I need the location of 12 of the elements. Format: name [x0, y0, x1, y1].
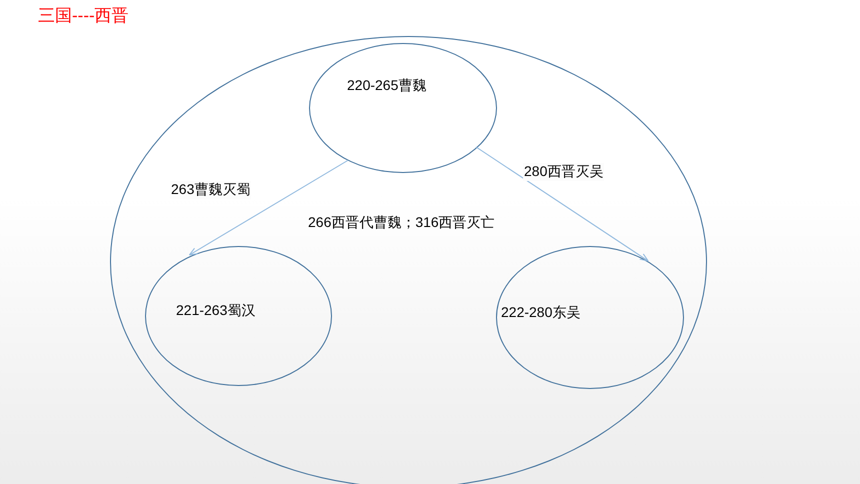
edge-label: 263曹魏灭蜀	[170, 181, 252, 199]
ellipse	[145, 246, 332, 386]
node-label: 221-263蜀汉	[176, 302, 256, 320]
node-label: 222-280东吴	[501, 304, 580, 322]
title: 三国----西晋	[38, 5, 129, 27]
arrow	[188, 160, 349, 256]
ellipse	[309, 43, 497, 173]
node-label: 266西晋代曹魏；316西晋灭亡	[308, 214, 495, 232]
ellipse	[496, 246, 684, 389]
arrow	[476, 146, 649, 262]
node-label: 220-265曹魏	[347, 77, 426, 95]
edge-label: 280西晋灭吴	[523, 163, 604, 181]
